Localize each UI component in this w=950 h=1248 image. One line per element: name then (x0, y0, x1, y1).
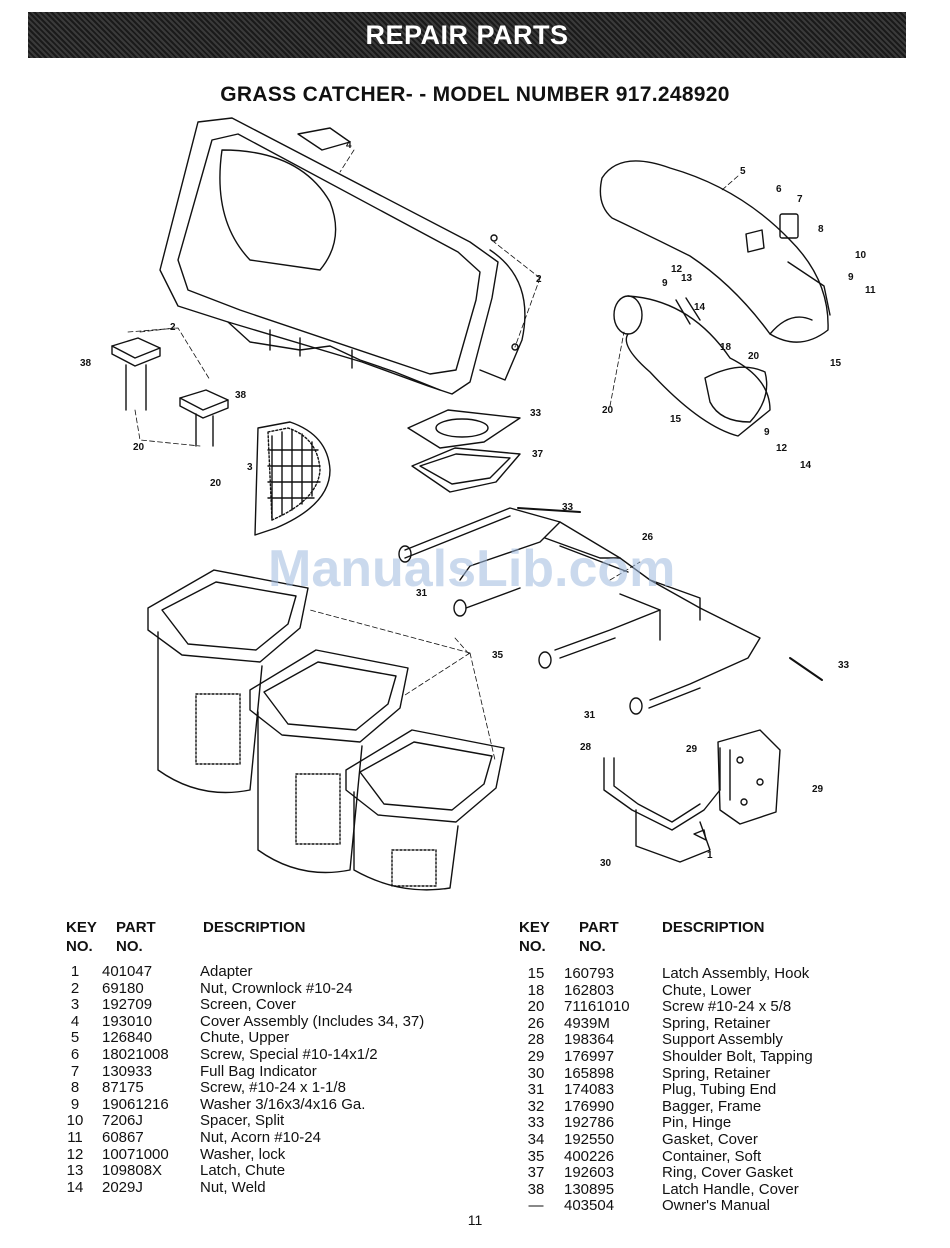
callout-31: 31 (584, 710, 596, 721)
cover-assembly-drawing (159, 117, 526, 395)
latch-handles-drawing (111, 337, 229, 447)
callout-38: 38 (235, 390, 247, 401)
callout-6: 6 (776, 184, 782, 195)
callout-33: 33 (562, 502, 574, 513)
callout-29: 29 (812, 784, 824, 795)
callout-29: 29 (686, 744, 698, 755)
callout-9: 9 (764, 427, 770, 438)
callout-35: 35 (492, 650, 504, 661)
callout-15: 15 (670, 414, 682, 425)
callout-9: 9 (848, 272, 854, 283)
callout-3: 3 (247, 462, 253, 473)
callout-20: 20 (133, 442, 145, 453)
callout-14: 14 (694, 302, 706, 313)
gasket-and-ring-drawing (407, 409, 521, 493)
callout-34: 33 (530, 408, 542, 419)
callout-9: 9 (662, 278, 668, 289)
callout-30: 30 (600, 858, 612, 869)
upper-chute-drawing (599, 160, 831, 343)
callout-37: 37 (532, 449, 544, 460)
callout-20: 20 (748, 351, 760, 362)
header-description-right: DESCRIPTION (662, 919, 765, 936)
callout-8: 8 (818, 224, 824, 235)
leader-lines (127, 149, 739, 761)
exploded-parts-diagram: ManualsLib.com 4 2 2 38 38 20 3 20 33 37… (0, 110, 950, 900)
callout-7: 7 (797, 194, 803, 205)
callout-2: 2 (170, 322, 176, 333)
callout-28: 28 (580, 742, 592, 753)
section-banner: REPAIR PARTS (28, 12, 906, 58)
watermark: ManualsLib.com (268, 540, 675, 598)
page-number: 11 (467, 1212, 483, 1228)
header-description-left: DESCRIPTION (203, 919, 306, 936)
banner-title: REPAIR PARTS (365, 19, 569, 50)
callout-4: 4 (346, 140, 352, 151)
diagram-drawing: ManualsLib.com 4 2 2 38 38 20 3 20 33 37… (80, 117, 876, 891)
lower-chute-drawing (613, 295, 771, 437)
callout-5: 5 (740, 166, 746, 177)
callout-10: 10 (855, 250, 867, 261)
callout-13: 13 (681, 273, 693, 284)
callout-33: 33 (838, 660, 850, 671)
callout-numbers: 4 2 2 38 38 20 3 20 33 37 5 6 7 8 10 9 1… (80, 140, 876, 869)
callout-38: 38 (80, 358, 92, 369)
soft-containers-drawing (147, 569, 505, 891)
callout-20: 20 (210, 478, 222, 489)
callout-12: 12 (671, 264, 683, 275)
diagram-subtitle: GRASS CATCHER- - MODEL NUMBER 917.248920 (220, 83, 730, 106)
callout-18: 18 (720, 342, 732, 353)
callout-11: 11 (865, 285, 876, 296)
screen-cover-drawing (254, 421, 331, 536)
callout-14: 14 (800, 460, 812, 471)
callout-12: 12 (776, 443, 788, 454)
callout-31: 31 (416, 588, 428, 599)
callout-15: 15 (830, 358, 842, 369)
support-assembly-drawing (603, 729, 781, 863)
callout-2: 2 (536, 274, 542, 285)
callout-26: 26 (642, 532, 654, 543)
callout-20: 20 (602, 405, 614, 416)
bagger-frame-drawing (398, 507, 823, 715)
callout-1: 1 (707, 850, 713, 861)
